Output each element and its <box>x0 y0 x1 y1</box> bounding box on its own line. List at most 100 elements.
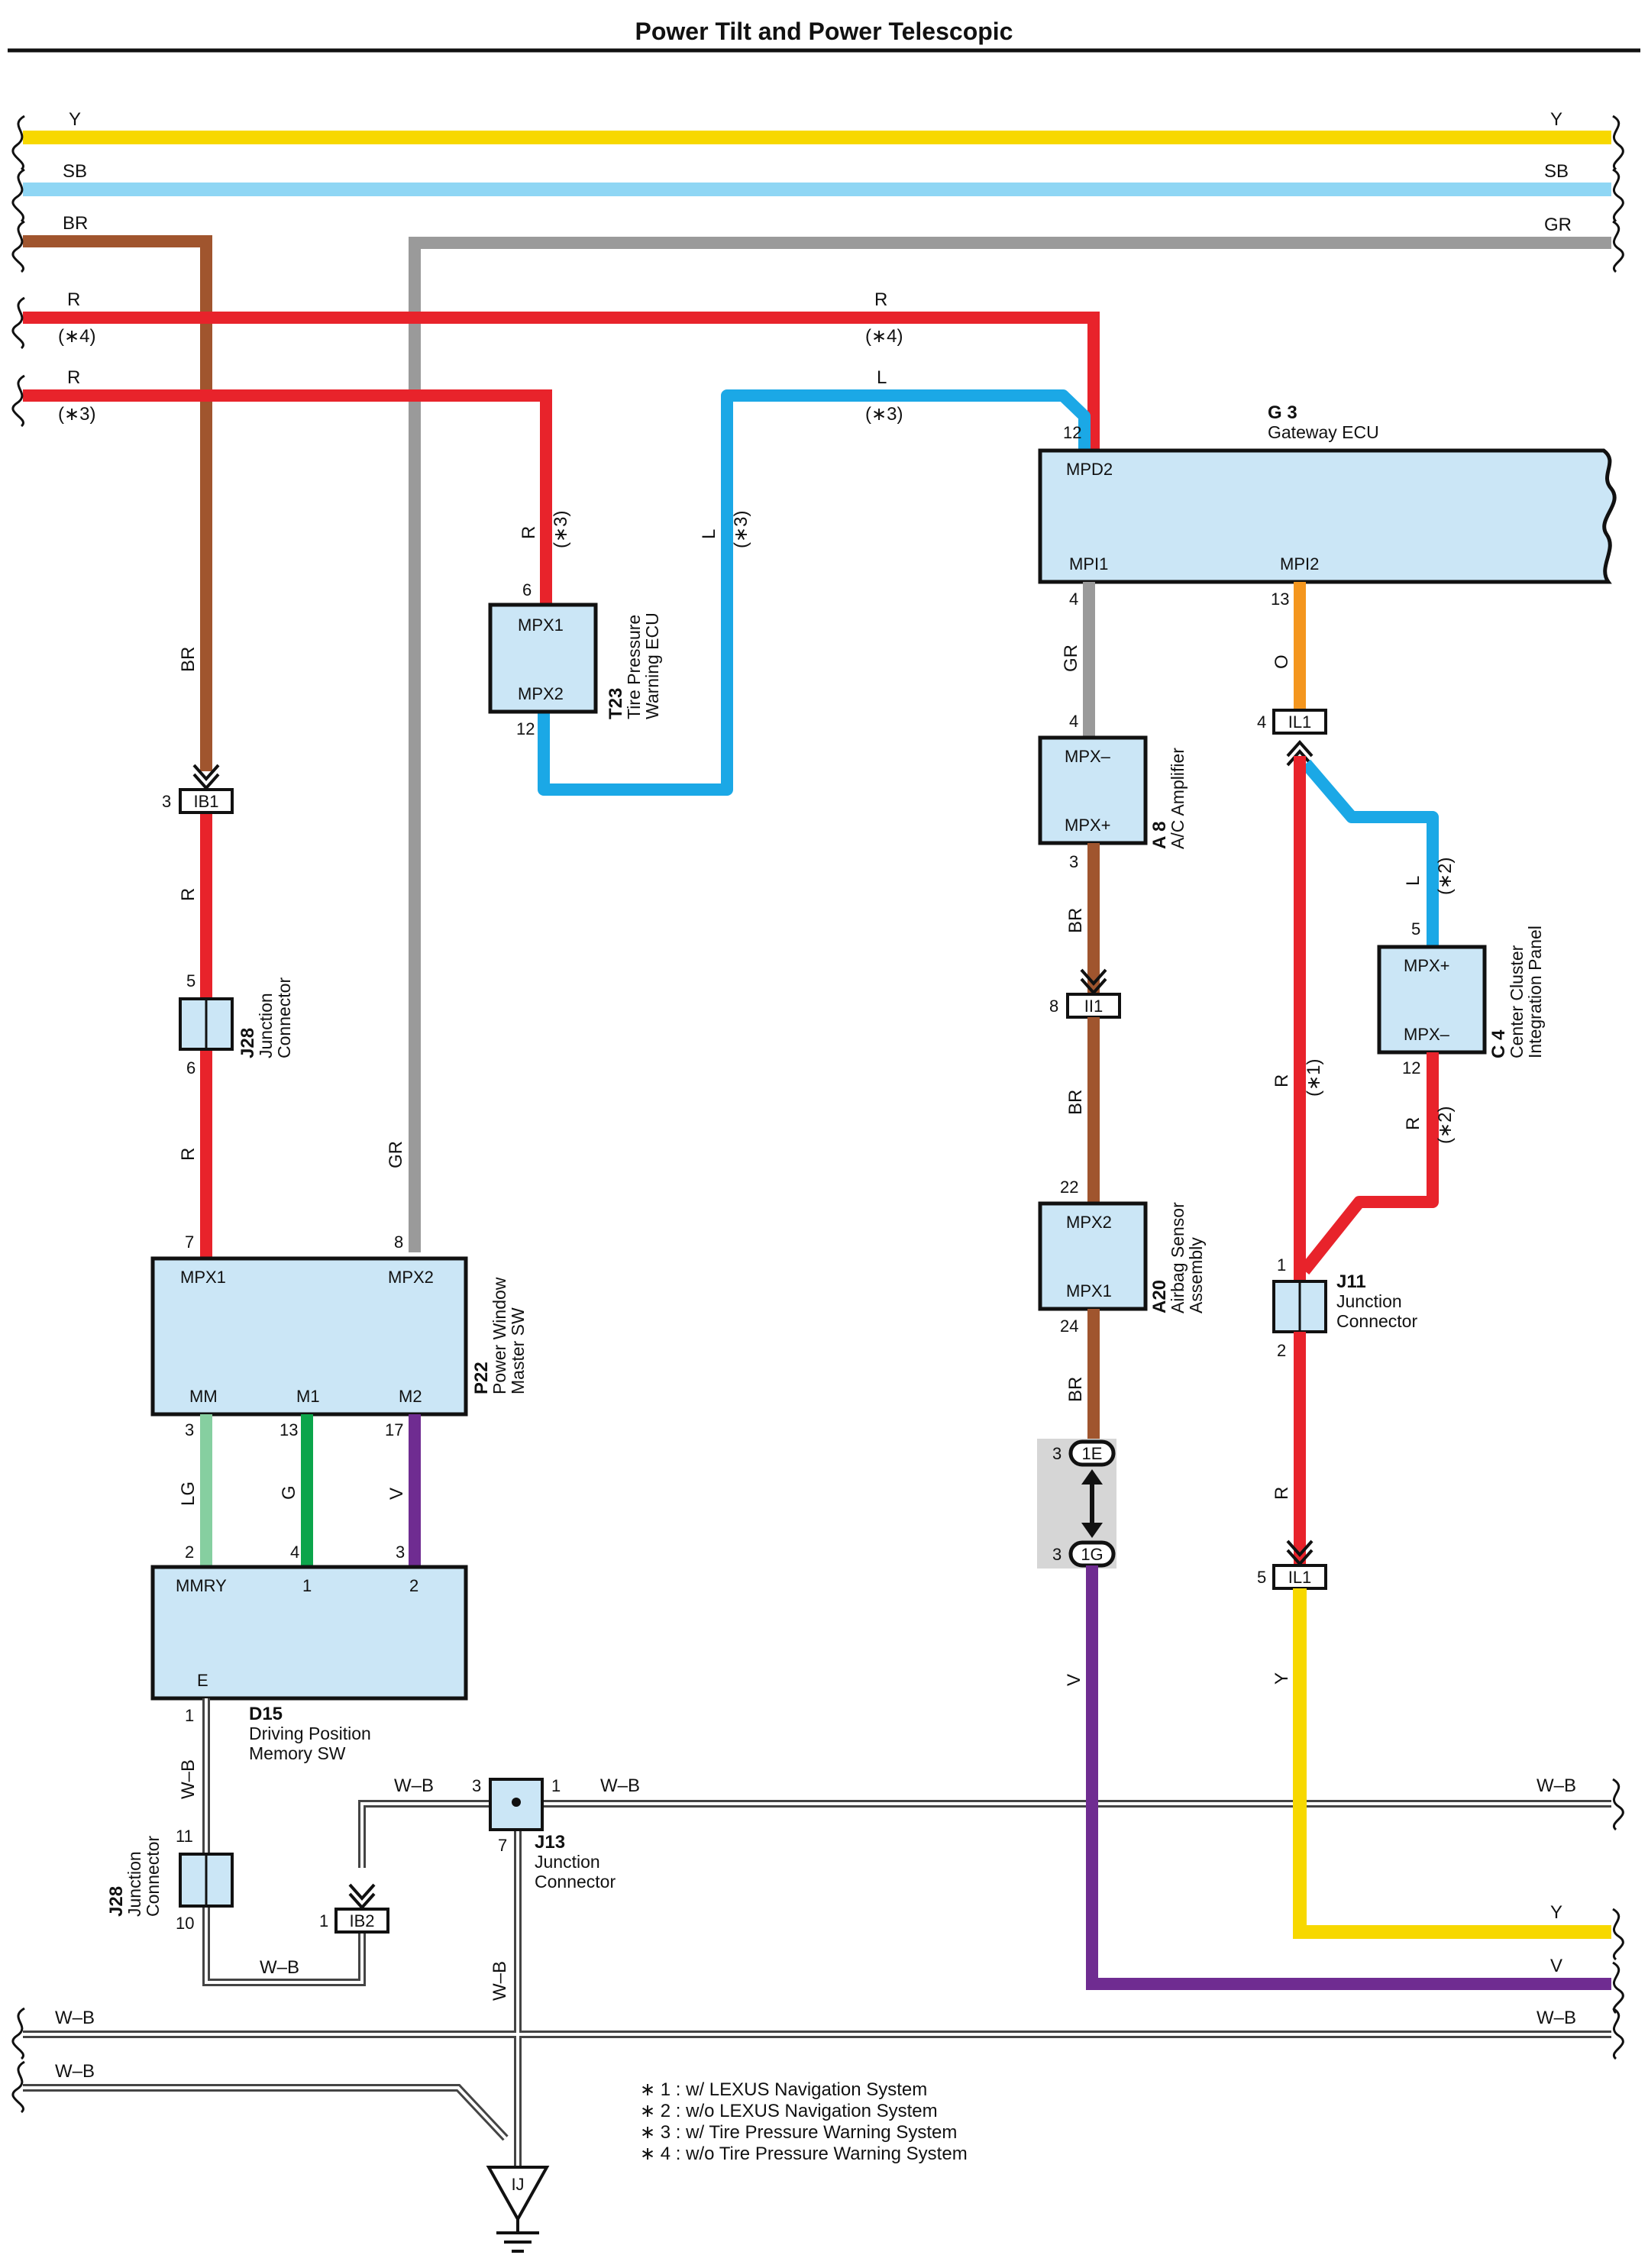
label-br-ii1: BR <box>1065 1090 1086 1115</box>
d15-term-e: E <box>197 1671 208 1690</box>
label-lg: LG <box>178 1481 199 1506</box>
p22-term-mm: MM <box>189 1387 218 1406</box>
label-wb-d15: W–B <box>178 1759 199 1799</box>
label-sb-left: SB <box>63 161 87 182</box>
label-r-t23-vertical: R <box>519 526 539 539</box>
p22-term-m2: M2 <box>399 1387 422 1406</box>
connector-ib1-label: IB1 <box>193 792 218 811</box>
wire-br-top <box>23 235 212 771</box>
pin-1g-3: 3 <box>1052 1545 1062 1564</box>
label-n4-left: (∗4) <box>58 326 95 347</box>
connector-ib1 <box>179 788 234 814</box>
j11-name1: Junction <box>1336 1291 1402 1311</box>
label-wb-bottom-left-2: W–B <box>55 2061 95 2082</box>
j11-name2: Connector <box>1336 1311 1417 1331</box>
pin-1e-3: 3 <box>1052 1444 1062 1463</box>
a8-term-mpx-minus: MPX– <box>1065 747 1111 766</box>
left-break-marks <box>11 115 25 2114</box>
label-l-c4: L <box>1403 876 1423 886</box>
ib2-chevron <box>348 1883 376 1911</box>
label-gr-p22: GR <box>386 1141 406 1168</box>
pin-j28-6: 6 <box>186 1058 195 1077</box>
ground-wires-inner <box>23 1698 1611 2169</box>
pin-ib2-1: 1 <box>319 1911 328 1930</box>
pin-p22-17: 17 <box>385 1420 403 1439</box>
pin-d15-4: 4 <box>290 1543 299 1562</box>
wire-l-c4 <box>1301 759 1439 947</box>
junction-j13-node <box>512 1798 521 1807</box>
connector-il1-bottom-label: IL1 <box>1288 1568 1312 1587</box>
label-r-n3-left: R <box>67 367 80 388</box>
label-br-left: BR <box>63 213 88 234</box>
label-n4-mid: (∗4) <box>865 326 903 347</box>
label-v-1g: V <box>1064 1674 1084 1686</box>
pin-ib1-3: 3 <box>162 792 171 811</box>
wire-r-n4 <box>23 312 1100 451</box>
a8-term-mpx-plus: MPX+ <box>1065 816 1111 835</box>
label-r-il1: R <box>1272 1074 1292 1087</box>
ground-ij-label: IJ <box>511 2175 524 2194</box>
d15-term-mmry: MMRY <box>176 1576 227 1595</box>
label-y-left: Y <box>69 109 81 130</box>
label-sb-right: SB <box>1544 161 1569 182</box>
p22-term-mpx1: MPX1 <box>180 1268 226 1287</box>
pin-ii1-8: 8 <box>1049 997 1058 1016</box>
pin-j11-2: 2 <box>1277 1341 1286 1360</box>
j28-top-code: J28 <box>238 1028 258 1058</box>
pin-il1-4: 4 <box>1257 712 1266 732</box>
label-wb-bottom-right-1: W–B <box>1537 2008 1576 2028</box>
label-r-c4: R <box>1403 1117 1423 1130</box>
d15-term-2: 2 <box>409 1576 418 1595</box>
pin-d15-2: 2 <box>185 1543 194 1562</box>
gateway-term-mpi2: MPI2 <box>1280 554 1319 573</box>
power-window-master-sw-box <box>150 1256 468 1417</box>
pin-j11-1: 1 <box>1277 1255 1286 1275</box>
t23-name1: Tire Pressure <box>624 615 644 719</box>
label-y-right: Y <box>1550 109 1562 130</box>
pin-p22-13: 13 <box>280 1420 298 1439</box>
connector-1e <box>1068 1439 1116 1467</box>
pin-a20-24: 24 <box>1060 1317 1078 1336</box>
label-wb-j13-right: W–B <box>600 1775 640 1796</box>
c4-name2: Integration Panel <box>1525 926 1545 1058</box>
pin-a8-4: 4 <box>1069 712 1078 731</box>
c4-code: C 4 <box>1488 1029 1509 1058</box>
gateway-term-mpd2: MPD2 <box>1066 460 1113 479</box>
gateway-ecu-box <box>1038 448 1617 584</box>
pin-t23-12: 12 <box>516 719 535 738</box>
c4-term-mpx-plus: MPX+ <box>1404 956 1450 975</box>
j28-top-name2: Connector <box>274 977 294 1058</box>
label-v-left: V <box>386 1488 407 1500</box>
a20-name2: Assembly <box>1186 1237 1206 1313</box>
pin-j28b-11: 11 <box>176 1827 193 1846</box>
connector-ib2 <box>334 1908 389 1934</box>
label-r-j28-p22: R <box>178 1148 199 1161</box>
label-n3-t23-vertical: (∗3) <box>551 511 571 548</box>
d15-name2: Memory SW <box>249 1743 346 1763</box>
label-br-a8: BR <box>1065 908 1086 933</box>
a20-term-mpx1: MPX1 <box>1066 1281 1112 1300</box>
p22-name1: Power Window <box>490 1277 509 1394</box>
label-n3-left: (∗3) <box>58 404 95 425</box>
pin-j13-7: 7 <box>498 1836 507 1855</box>
pin-p22-7: 7 <box>185 1233 194 1252</box>
diagram-title: Power Tilt and Power Telescopic <box>635 18 1013 45</box>
j11-code: J11 <box>1336 1271 1366 1292</box>
label-wb-bottom-loop: W–B <box>260 1957 299 1978</box>
wire-r-c4-j11 <box>1299 1052 1439 1275</box>
connector-1e-label: 1E <box>1082 1444 1103 1463</box>
airbag-sensor-box <box>1038 1201 1148 1311</box>
connector-pair-arrow-down <box>1081 1523 1103 1538</box>
label-n2-l-c4: (∗2) <box>1435 858 1456 895</box>
p22-code: P22 <box>471 1362 492 1394</box>
right-break-marks <box>1612 115 1624 2060</box>
pin-j28b-10: 10 <box>176 1914 194 1933</box>
pin-a20-22: 22 <box>1060 1178 1078 1197</box>
d15-name1: Driving Position <box>249 1724 371 1743</box>
wire-l-n3 <box>538 389 1091 796</box>
label-wb-bottom-left-1: W–B <box>55 2008 95 2028</box>
pin-t23-6: 6 <box>522 580 532 599</box>
p22-term-mpx2: MPX2 <box>388 1268 434 1287</box>
j13-code: J13 <box>535 1832 565 1853</box>
j28-bottom-name1: Junction <box>124 1851 144 1917</box>
